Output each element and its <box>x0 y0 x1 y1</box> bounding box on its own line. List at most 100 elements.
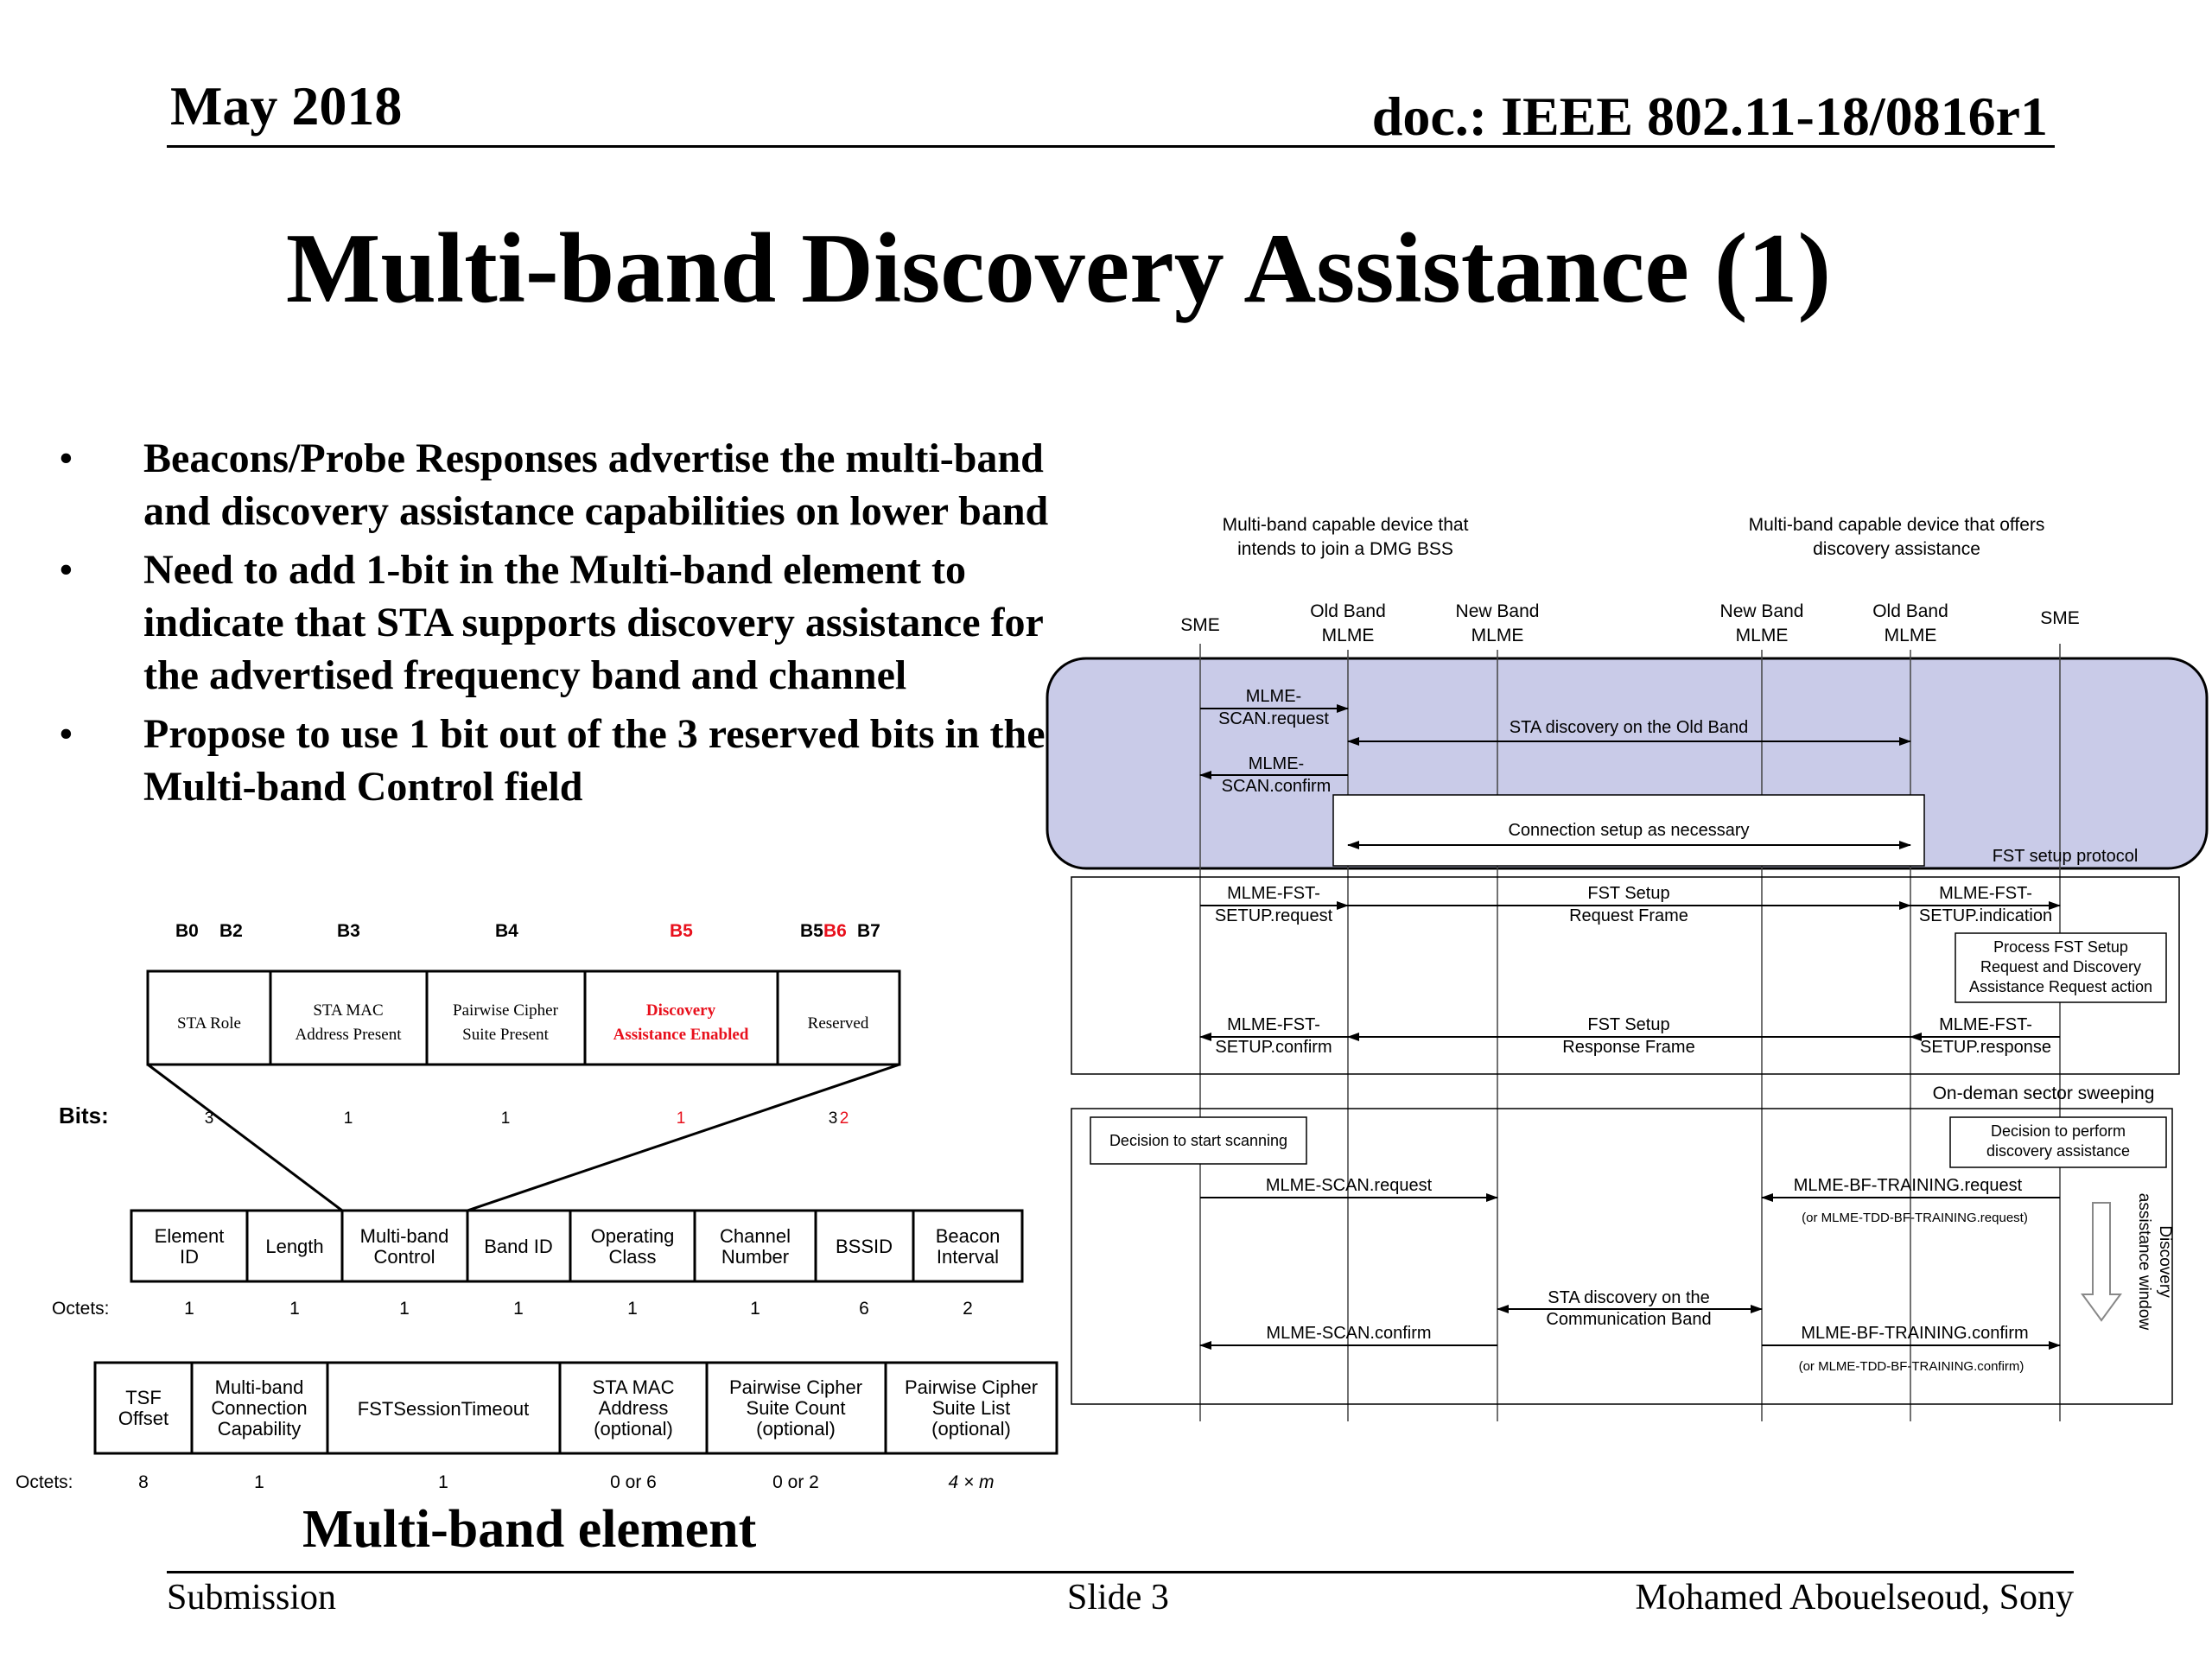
msg-label: MLME-BF-TRAINING.confirm <box>1801 1324 2028 1343</box>
element-field-label: Band ID <box>484 1236 553 1257</box>
msg-label: Request Frame <box>1569 906 1688 925</box>
element-field-label: ID <box>180 1246 199 1268</box>
msg-label: MLME- <box>1246 687 1301 706</box>
bits-value: 2 <box>840 1109 849 1128</box>
bits-label: Bits: <box>59 1103 109 1128</box>
element-field-label: Class <box>608 1246 656 1268</box>
element-field-label: (optional) <box>756 1418 836 1440</box>
octets-value: 0 or 2 <box>772 1472 819 1492</box>
octets-value: 1 <box>254 1472 264 1492</box>
element-field-label: Pairwise Cipher <box>905 1376 1038 1398</box>
octets-label: Octets: <box>16 1472 73 1492</box>
element-field-label: Channel <box>720 1225 791 1247</box>
bullet-dot-icon: • <box>59 711 73 757</box>
msg-label: Process FST Setup <box>1993 938 2128 956</box>
element-field-label: Length <box>265 1236 323 1257</box>
bit-position: B6 <box>823 921 847 941</box>
octets-value: 1 <box>289 1299 300 1319</box>
footer-rule <box>167 1571 2074 1573</box>
entity-label: Old Band <box>1872 601 1948 621</box>
element-field-label: Interval <box>937 1246 999 1268</box>
element-field-label: STA MAC <box>593 1376 675 1398</box>
msg-label: SCAN.request <box>1218 709 1329 728</box>
header-doc-id: doc.: IEEE 802.11-18/0816r1 <box>1371 86 2048 147</box>
group-heading: discovery assistance <box>1813 539 1980 559</box>
zoom-line <box>467 1063 900 1212</box>
msg-label: MLME- <box>1249 754 1304 773</box>
element-field-label: Pairwise Cipher <box>729 1376 862 1398</box>
element-field-label: Element <box>155 1225 225 1247</box>
group-heading: Multi-band capable device that <box>1223 515 1469 535</box>
footer-submission: Submission <box>167 1578 337 1618</box>
msg-label: SETUP.request <box>1215 906 1333 925</box>
element-field-label: Control <box>374 1246 435 1268</box>
bit-position: B5 <box>800 921 823 941</box>
octets-value: 1 <box>627 1299 638 1319</box>
msg-label: FST Setup <box>1587 1015 1669 1034</box>
octets-label: Octets: <box>52 1299 110 1319</box>
element-field-label: Beacon <box>936 1225 1001 1247</box>
sector-sweeping-region <box>1071 1108 2173 1405</box>
element-row-2-box <box>93 1361 1058 1455</box>
slide-title: Multi-band Discovery Assistance (1) <box>285 213 1832 324</box>
msg-label: Decision to perform <box>1991 1122 2126 1140</box>
msg-label: MLME-SCAN.request <box>1266 1176 1433 1195</box>
control-field-label: Suite Present <box>462 1026 549 1044</box>
process-fst-box <box>1955 932 2167 1003</box>
element-field-label: Number <box>721 1246 789 1268</box>
bullet-dot-icon: • <box>59 435 73 481</box>
msg-label: Connection setup as necessary <box>1508 821 1749 840</box>
bullet-list: • Beacons/Probe Responses advertise the m… <box>52 432 1054 819</box>
element-field-label: Offset <box>118 1408 168 1429</box>
decision-scan-box <box>1090 1116 1307 1165</box>
entity-label: Old Band <box>1310 601 1386 621</box>
control-field-label: STA MAC <box>313 1001 383 1020</box>
entity-label: MLME <box>1471 626 1524 645</box>
msg-label: MLME-FST- <box>1939 1015 2032 1034</box>
fst-setup-region <box>1071 876 2180 1075</box>
entity-label: MLME <box>1736 626 1789 645</box>
bit-position: B2 <box>219 921 243 941</box>
msg-label: Decision to start scanning <box>1109 1132 1287 1149</box>
msg-label: (or MLME-TDD-BF-TRAINING.request) <box>1802 1211 2028 1225</box>
footer-slide-number: Slide 3 <box>1067 1578 1169 1618</box>
decision-assist-box <box>1949 1116 2167 1168</box>
msg-label: MLME-SCAN.confirm <box>1266 1324 1431 1343</box>
msg-label: MLME-FST- <box>1939 884 2032 903</box>
octets-value: 2 <box>963 1299 973 1319</box>
element-field-label: Multi-band <box>360 1225 449 1247</box>
region-label: On-deman sector sweeping <box>1933 1084 2155 1103</box>
element-field-label: BSSID <box>836 1236 893 1257</box>
entity-label: MLME <box>1885 626 1937 645</box>
bullet-text: Need to add 1-bit in the Multi-band elem… <box>143 547 1043 698</box>
bullet-item: •Propose to use 1 bit out of the 3 reser… <box>52 708 1054 813</box>
element-field-label: Address <box>599 1397 669 1419</box>
control-field-label: Reserved <box>808 1014 869 1033</box>
msg-label: Communication Band <box>1546 1310 1711 1329</box>
bit-position: B7 <box>857 921 880 941</box>
entity-label: MLME <box>1322 626 1375 645</box>
bullet-text: Beacons/Probe Responses advertise the mu… <box>143 435 1049 534</box>
octets-value: 4 × m <box>948 1472 994 1492</box>
msg-label: SETUP.confirm <box>1215 1038 1332 1057</box>
bits-value: 1 <box>344 1109 353 1128</box>
entity-label: SME <box>1180 615 1220 635</box>
discovery-window-arrow-icon <box>2081 1202 2122 1322</box>
zoom-line <box>147 1063 343 1212</box>
region-label: FST setup protocol <box>1993 847 2139 866</box>
bullet-dot-icon: • <box>59 547 73 593</box>
element-field-label: Suite List <box>932 1397 1011 1419</box>
bits-value: 1 <box>677 1109 686 1128</box>
bits-value: 1 <box>501 1109 511 1128</box>
control-field-box <box>146 969 901 1066</box>
element-field-label: (optional) <box>931 1418 1011 1440</box>
octets-value: 1 <box>399 1299 410 1319</box>
octets-value: 6 <box>859 1299 869 1319</box>
entity-label: SME <box>2040 608 2080 628</box>
control-field-label: Address Present <box>296 1026 403 1044</box>
msg-label: discovery assistance <box>1986 1142 2130 1160</box>
element-field-label: Capability <box>218 1418 302 1440</box>
bit-position: B4 <box>495 921 518 941</box>
